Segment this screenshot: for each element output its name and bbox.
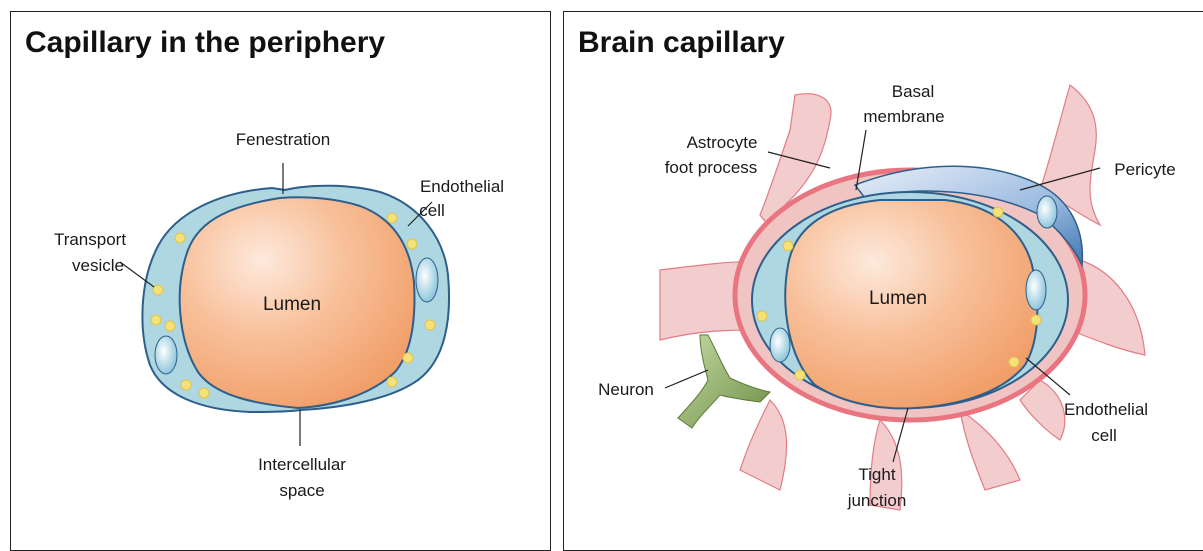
label-endothelial-1: Endothelial bbox=[420, 177, 504, 196]
label-tight-1: Tight bbox=[858, 465, 895, 484]
vesicle-ellipse bbox=[155, 336, 177, 374]
label-transport-2: vesicle bbox=[72, 256, 124, 275]
vesicle-ellipse bbox=[416, 258, 438, 302]
label-transport-1: Transport bbox=[54, 230, 126, 249]
label-endothelial-brain-2: cell bbox=[1091, 426, 1117, 445]
label-fenestration: Fenestration bbox=[236, 130, 331, 149]
vesicle-ellipse bbox=[1026, 270, 1046, 310]
label-lumen-periphery: Lumen bbox=[263, 294, 321, 315]
label-endothelial-2: cell bbox=[419, 201, 445, 220]
brain-capillary: Basal membrane Astrocyte foot process Pe… bbox=[598, 82, 1176, 510]
pericyte-nucleus bbox=[1037, 196, 1057, 228]
label-neuron: Neuron bbox=[598, 380, 654, 399]
label-intercellular-2: space bbox=[279, 481, 324, 500]
label-astrocyte-2: foot process bbox=[665, 158, 758, 177]
label-lumen-brain: Lumen bbox=[869, 288, 927, 309]
label-endothelial-brain-1: Endothelial bbox=[1064, 400, 1148, 419]
leader-neuron bbox=[665, 370, 708, 388]
label-basal-1: Basal bbox=[892, 82, 935, 101]
vesicle-ellipse bbox=[770, 328, 790, 362]
label-basal-2: membrane bbox=[863, 107, 944, 126]
label-intercellular-1: Intercellular bbox=[258, 455, 346, 474]
label-pericyte: Pericyte bbox=[1114, 160, 1175, 179]
diagram-canvas: Fenestration Endothelial cell Transport … bbox=[0, 0, 1203, 534]
peripheral-capillary: Fenestration Endothelial cell Transport … bbox=[54, 130, 504, 500]
label-astrocyte-1: Astrocyte bbox=[687, 133, 758, 152]
label-tight-2: junction bbox=[847, 491, 907, 510]
